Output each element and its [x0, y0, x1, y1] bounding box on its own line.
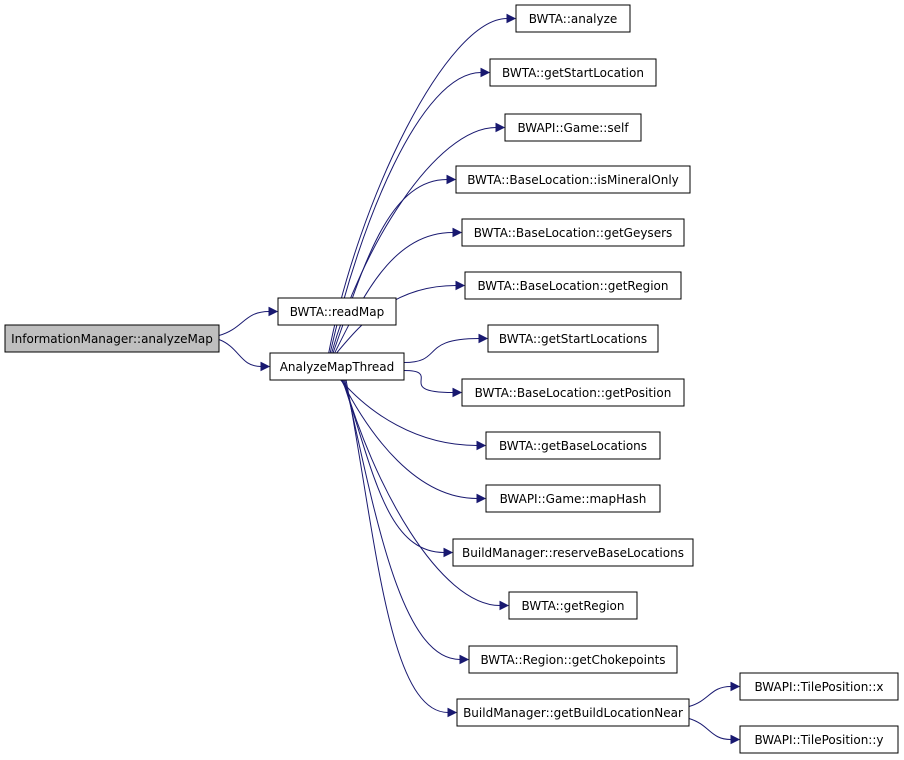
edge-thread-to-reserve-base-locations — [341, 377, 454, 558]
node-bwta-get-region[interactable]: BWTA::getRegion — [508, 591, 638, 620]
edge-line — [327, 18, 508, 356]
edge-line — [218, 339, 262, 367]
edge-thread-to-get-start-locations — [403, 333, 489, 363]
arrowhead-icon — [730, 681, 741, 692]
node-bwta-base-location-get-region[interactable]: BWTA::BaseLocation::getRegion — [464, 271, 682, 300]
node-label: BWTA::getBaseLocations — [499, 439, 647, 453]
arrowhead-icon — [452, 387, 463, 398]
node-label: BWTA::getRegion — [522, 599, 625, 613]
arrowhead-icon — [730, 734, 741, 745]
node-bwapi-game-map-hash[interactable]: BWAPI::Game::mapHash — [485, 484, 661, 513]
node-label: BWTA::analyze — [529, 12, 618, 26]
node-bwta-analyze[interactable]: BWTA::analyze — [515, 4, 631, 33]
node-build-manager-get-build-location-near[interactable]: BuildManager::getBuildLocationNear — [456, 698, 690, 727]
node-bwta-region-get-chokepoints[interactable]: BWTA::Region::getChokepoints — [468, 645, 678, 674]
edges-layer — [218, 13, 741, 745]
node-label: BWAPI::Game::mapHash — [500, 492, 647, 506]
edge-line — [343, 377, 461, 660]
edge-thread-to-get-region — [342, 377, 510, 611]
node-label: AnalyzeMapThread — [280, 360, 395, 374]
edge-thread-to-get-position — [403, 370, 463, 398]
edge-line — [333, 232, 454, 356]
node-label: InformationManager::analyzeMap — [11, 332, 213, 346]
node-label: BWTA::getStartLocations — [499, 332, 647, 346]
edge-line — [403, 338, 480, 363]
edge-get-build-location-near-to-tile-x — [688, 681, 741, 707]
node-label: BWTA::BaseLocation::getRegion — [478, 279, 669, 293]
node-bwapi-tile-position-y[interactable]: BWAPI::TilePosition::y — [739, 725, 899, 754]
arrowhead-icon — [506, 13, 517, 24]
edge-root-to-thread — [218, 339, 271, 372]
edge-line — [339, 377, 478, 499]
arrowhead-icon — [447, 707, 458, 718]
edge-line — [338, 377, 478, 446]
node-build-manager-reserve-base-locations[interactable]: BuildManager::reserveBaseLocations — [452, 538, 694, 567]
arrowhead-icon — [478, 333, 489, 344]
node-bwta-base-location-get-position[interactable]: BWTA::BaseLocation::getPosition — [461, 378, 685, 407]
edge-line — [341, 377, 445, 553]
edge-line — [688, 718, 732, 740]
arrowhead-icon — [446, 174, 457, 185]
edge-line — [331, 179, 448, 356]
node-label: BWAPI::TilePosition::y — [754, 733, 883, 747]
node-label: BWAPI::TilePosition::x — [754, 680, 883, 694]
arrowhead-icon — [268, 306, 279, 317]
edge-line — [218, 311, 270, 336]
arrowhead-icon — [476, 493, 487, 504]
node-bwapi-game-self[interactable]: BWAPI::Game::self — [504, 113, 642, 142]
node-analyze-map-thread[interactable]: AnalyzeMapThread — [269, 352, 405, 381]
node-information-manager-analyze-map[interactable]: InformationManager::analyzeMap — [4, 324, 220, 353]
node-label: BWTA::Region::getChokepoints — [480, 653, 665, 667]
edge-line — [403, 370, 454, 393]
arrowhead-icon — [455, 280, 466, 291]
edge-thread-to-get-geysers — [333, 227, 463, 356]
node-bwta-base-location-is-mineral-only[interactable]: BWTA::BaseLocation::isMineralOnly — [455, 165, 691, 194]
node-label: BuildManager::reserveBaseLocations — [462, 546, 684, 560]
edge-line — [688, 686, 732, 707]
edge-line — [345, 377, 449, 713]
node-label: BWTA::BaseLocation::getPosition — [475, 386, 672, 400]
edge-thread-to-map-hash — [339, 377, 487, 504]
node-label: BWAPI::Game::self — [517, 121, 629, 135]
node-bwapi-tile-position-x[interactable]: BWAPI::TilePosition::x — [739, 672, 899, 701]
arrowhead-icon — [452, 227, 463, 238]
node-bwta-get-start-locations[interactable]: BWTA::getStartLocations — [487, 324, 659, 353]
node-bwta-read-map[interactable]: BWTA::readMap — [277, 297, 397, 326]
node-bwta-get-base-locations[interactable]: BWTA::getBaseLocations — [485, 431, 661, 460]
node-label: BWTA::BaseLocation::getGeysers — [474, 226, 673, 240]
node-bwta-base-location-get-geysers[interactable]: BWTA::BaseLocation::getGeysers — [461, 218, 685, 247]
edge-thread-to-get-build-location-near — [345, 377, 458, 718]
node-bwta-get-start-location[interactable]: BWTA::getStartLocation — [489, 58, 657, 87]
node-label: BWTA::readMap — [290, 305, 385, 319]
edge-thread-to-get-base-locations — [338, 377, 487, 451]
arrowhead-icon — [495, 122, 506, 133]
edge-thread-to-get-chokepoints — [343, 377, 470, 665]
arrowhead-icon — [480, 67, 491, 78]
edge-thread-to-analyze — [327, 13, 517, 356]
node-label: BuildManager::getBuildLocationNear — [463, 706, 683, 720]
node-label: BWTA::BaseLocation::isMineralOnly — [467, 173, 679, 187]
edge-root-to-read-map — [218, 306, 279, 336]
nodes-layer: InformationManager::analyzeMap BWTA::rea… — [4, 4, 899, 754]
arrowhead-icon — [260, 361, 271, 372]
arrowhead-icon — [443, 547, 454, 558]
arrowhead-icon — [459, 654, 470, 665]
edge-get-build-location-near-to-tile-y — [688, 718, 741, 745]
arrowhead-icon — [499, 600, 510, 611]
edge-line — [342, 377, 501, 606]
arrowhead-icon — [476, 440, 487, 451]
node-label: BWTA::getStartLocation — [502, 66, 644, 80]
